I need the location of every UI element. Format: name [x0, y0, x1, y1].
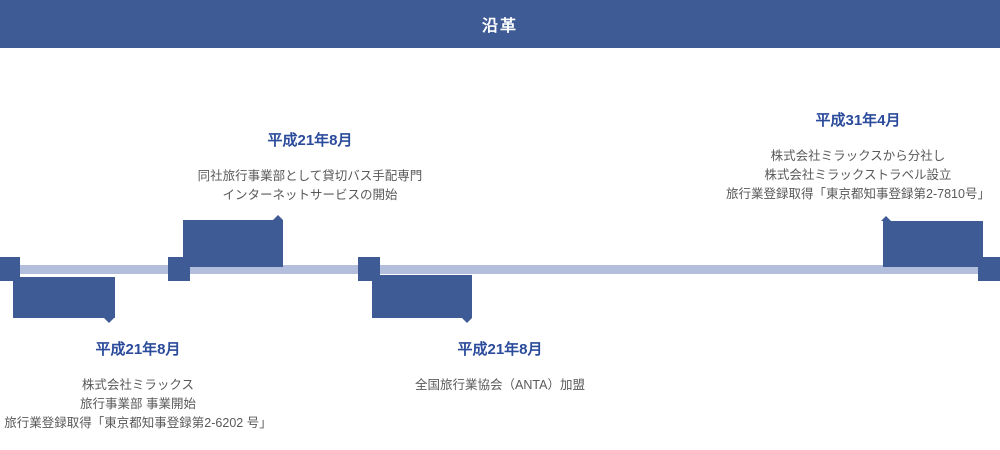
section-header: 沿革	[0, 0, 1000, 48]
milestone-flag	[183, 220, 283, 267]
milestone-text-line: 全国旅行業協会（ANTA）加盟	[415, 378, 585, 392]
flag-pointer-up-icon	[881, 216, 891, 221]
milestone-flag	[883, 221, 983, 267]
milestone-label: 平成21年8月 株式会社ミラックス 旅行事業部 事業開始 旅行業登録取得「東京都…	[4, 341, 271, 433]
milestone-text-line: 株式会社ミラックス	[81, 378, 195, 392]
timeline-node	[0, 257, 20, 281]
milestone-flag	[372, 275, 472, 318]
milestone-label: 平成21年8月 全国旅行業協会（ANTA）加盟	[415, 341, 585, 395]
flag-pointer-up-icon	[273, 215, 283, 220]
milestone-date: 平成21年8月	[267, 132, 353, 149]
milestone-text-line: 旅行事業部 事業開始	[80, 397, 196, 411]
milestone-text-line: 旅行業登録取得「東京都知事登録第2-6202 号」	[4, 416, 272, 430]
milestone-label: 平成31年4月 株式会社ミラックスから分社し 株式会社ミラックストラベル設立 旅…	[726, 112, 990, 204]
flag-pointer-down-icon	[104, 318, 114, 323]
milestone-date: 平成21年8月	[457, 341, 543, 358]
milestone-date: 平成21年8月	[95, 341, 181, 358]
milestone-date: 平成31年4月	[815, 112, 901, 129]
milestone-text-line: 同社旅行事業部として貸切バス手配専門	[197, 169, 423, 183]
milestone-flag	[13, 277, 115, 318]
milestone-text-line: 株式会社ミラックスから分社し	[770, 149, 946, 163]
milestone-text-line: 旅行業登録取得「東京都知事登録第2-7810号」	[726, 187, 990, 201]
timeline-track	[18, 265, 980, 274]
milestone-text-line: インターネットサービスの開始	[222, 188, 398, 202]
timeline-node	[978, 257, 1000, 281]
milestone-label: 平成21年8月 同社旅行事業部として貸切バス手配専門 インターネットサービスの開…	[198, 132, 423, 205]
milestone-text-line: 株式会社ミラックストラベル設立	[764, 168, 952, 182]
page-title: 沿革	[481, 18, 518, 35]
flag-pointer-down-icon	[462, 318, 472, 323]
